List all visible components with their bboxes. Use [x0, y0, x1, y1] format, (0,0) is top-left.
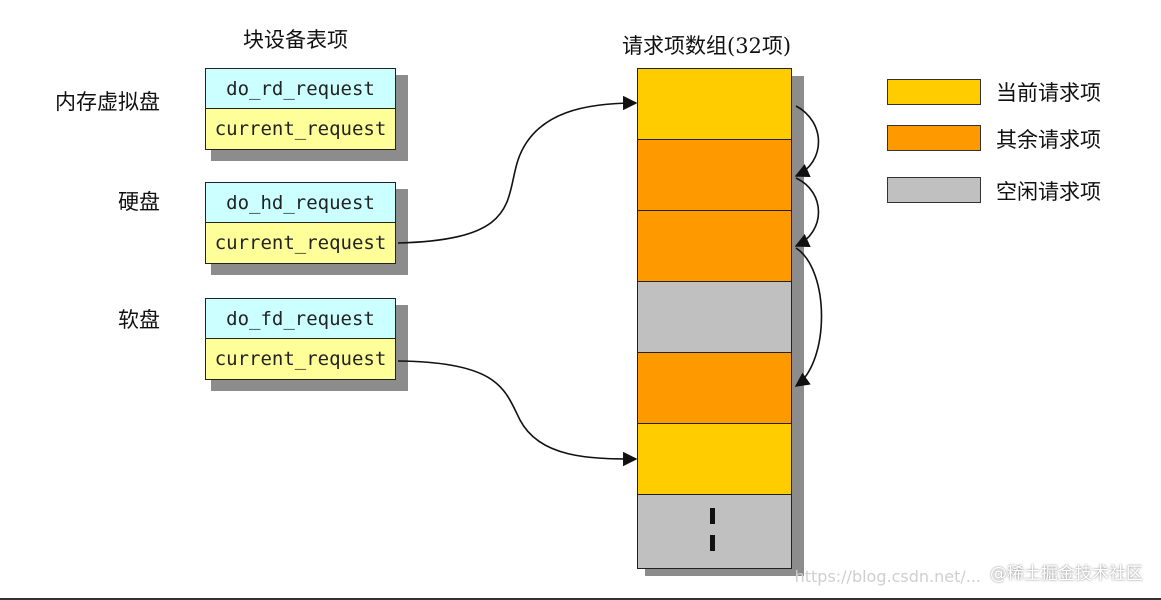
request-fn-cell: do_rd_request	[205, 68, 396, 109]
current-request-cell: current_request	[205, 108, 396, 150]
device-label-ramdisk: 内存虚拟盘	[55, 90, 160, 114]
legend-label-other: 其余请求项	[996, 128, 1101, 152]
block-entry-harddisk: do_hd_request current_request	[205, 182, 396, 264]
device-label-harddisk: 硬盘	[118, 190, 160, 214]
block-entry-floppy: do_fd_request current_request	[205, 298, 396, 380]
request-slot-current	[637, 423, 792, 495]
continuation-mark	[710, 508, 715, 524]
request-slot-free	[637, 281, 792, 353]
continuation-mark	[710, 535, 715, 551]
frame-bottom-line	[0, 598, 1161, 600]
current-request-cell: current_request	[205, 222, 396, 264]
watermark-brand: @稀土掘金技术社区	[990, 564, 1143, 584]
watermark-url: https://blog.csdn.net/...	[794, 567, 981, 586]
fd-current-arrow	[397, 360, 638, 467]
legend-swatch-current	[887, 79, 981, 105]
request-array-title: 请求项数组(32项)	[622, 34, 792, 58]
legend-swatch-free	[887, 177, 981, 203]
next-link-arrow-1	[794, 105, 820, 178]
block-table-title: 块设备表项	[243, 28, 348, 52]
hd-current-arrow	[397, 95, 638, 244]
request-array	[637, 68, 794, 569]
request-slot-other	[637, 210, 792, 282]
request-fn-cell: do_hd_request	[205, 182, 396, 223]
device-label-floppy: 软盘	[118, 308, 160, 332]
current-request-cell: current_request	[205, 338, 396, 380]
legend-swatch-other	[887, 125, 981, 151]
block-entry-ramdisk: do_rd_request current_request	[205, 68, 396, 150]
request-slot-free	[637, 494, 792, 569]
request-slot-current	[637, 68, 792, 140]
next-link-arrow-2	[794, 177, 820, 248]
legend-label-free: 空闲请求项	[996, 180, 1101, 204]
next-link-arrow-3	[794, 247, 823, 387]
legend-label-current: 当前请求项	[996, 81, 1101, 105]
request-fn-cell: do_fd_request	[205, 298, 396, 339]
request-slot-other	[637, 139, 792, 211]
